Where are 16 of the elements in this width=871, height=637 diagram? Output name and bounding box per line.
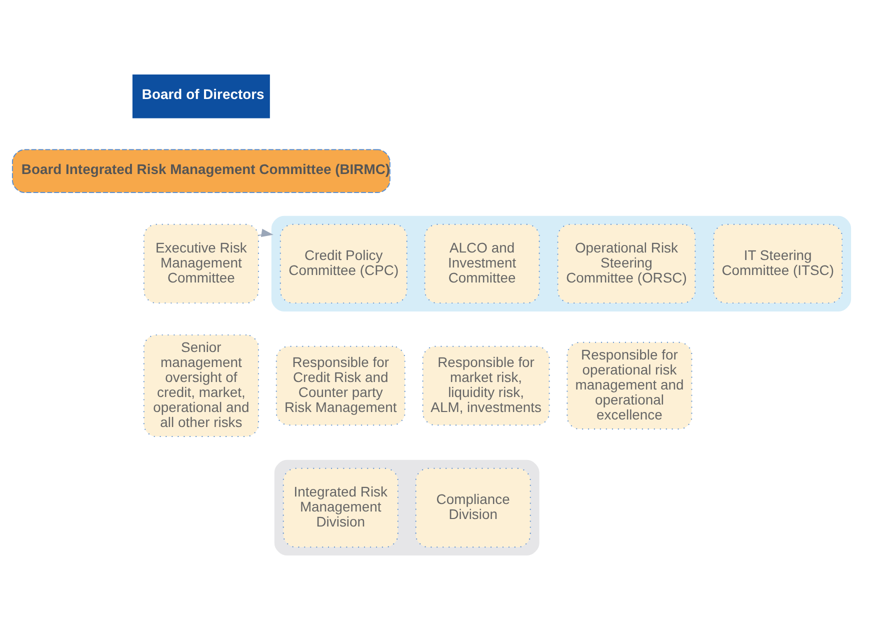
node-box: Integrated Risk Management Division [282, 467, 398, 548]
node-box: Responsible for Credit Risk and Counter party Risk Management [276, 345, 406, 426]
node-box: Credit Policy Committee (CPC) [280, 223, 408, 304]
node-box: Board of Directors [132, 74, 270, 118]
cluster [274, 459, 540, 556]
cluster [271, 215, 852, 312]
node-box: IT Steering Committee (ITSC) [713, 223, 843, 304]
node-box: Responsible for operational risk management and operational excellence [566, 341, 692, 430]
arrow [258, 228, 274, 237]
node-box: Board Integrated Risk Management Committee (BIRMC) [12, 148, 390, 192]
node-box: Compliance Division [415, 467, 531, 548]
node-box: Responsible for market risk, liquidity risk, ALM, investments [422, 345, 550, 426]
node-box: ALCO and Investment Committee [424, 223, 540, 304]
node-box: Senior management oversight of credit, market, operational and all other risks [143, 334, 259, 437]
node-box: Operational Risk Steering Committee (ORSC) [557, 223, 696, 304]
node-box: Executive Risk Management Committee [143, 223, 259, 304]
